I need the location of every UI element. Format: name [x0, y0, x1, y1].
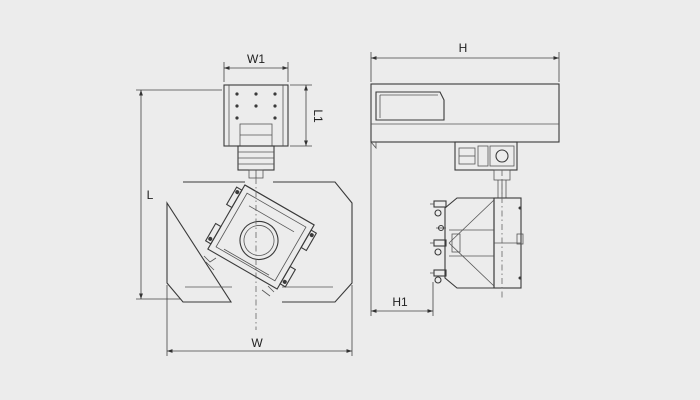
dimension-l-label: L [147, 188, 154, 202]
side-motor [454, 141, 518, 198]
dimension-w1: W1 [223, 52, 289, 82]
dimension-w-label: W [251, 336, 263, 350]
dimension-h: H [370, 41, 560, 82]
dimension-l1-label: L1 [311, 109, 325, 123]
dimension-l1: L1 [290, 84, 325, 147]
front-motor [237, 145, 275, 179]
side-view [370, 83, 560, 300]
side-feeder [444, 197, 524, 289]
side-handles [430, 200, 447, 284]
dimension-h1-label: H1 [392, 295, 408, 309]
dimension-h1: H1 [370, 142, 434, 316]
front-clamps [203, 255, 275, 297]
front-rotated-feeder [204, 184, 318, 290]
dimension-w: W [166, 285, 353, 356]
dimension-l: L [136, 89, 222, 300]
dimension-h-label: H [459, 41, 468, 55]
front-view [166, 84, 353, 330]
front-cabinet [166, 181, 353, 303]
dimension-w1-label: W1 [247, 52, 265, 66]
side-top-housing [370, 83, 560, 150]
front-top-box [223, 84, 289, 147]
